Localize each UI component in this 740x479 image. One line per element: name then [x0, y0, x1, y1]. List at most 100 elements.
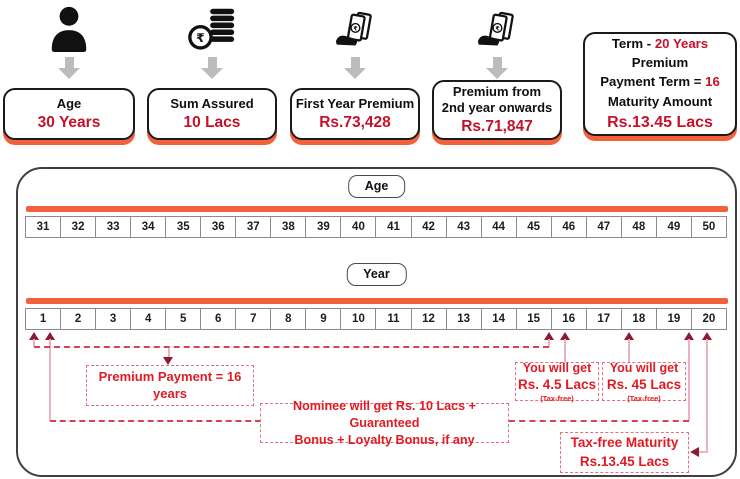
sum-assured-card: Sum Assured 10 Lacs — [147, 88, 277, 140]
year-cell: 8 — [270, 308, 307, 330]
year-axis-label: Year — [346, 263, 407, 286]
age-cell: 44 — [480, 216, 517, 238]
svg-text:₹: ₹ — [353, 25, 357, 32]
nominee-line1: Nominee will get Rs. 10 Lacs + Guarantee… — [292, 398, 477, 430]
age-cell: 49 — [655, 216, 692, 238]
tax-free-note: (Tax-free) — [627, 393, 661, 403]
down-arrow-icon — [147, 57, 277, 79]
age-cell: 36 — [200, 216, 237, 238]
age-cell: 43 — [445, 216, 482, 238]
age-cell: 37 — [235, 216, 272, 238]
age-cell: 35 — [165, 216, 202, 238]
cash-in-hand-icon: ₹ — [432, 2, 562, 52]
age-cell: 34 — [130, 216, 167, 238]
up-arrowhead-year20-b — [702, 332, 712, 340]
payment-term-line: Payment Term = 16 — [600, 74, 720, 90]
year-cell: 2 — [60, 308, 97, 330]
connector-line — [628, 339, 630, 362]
connector-line — [688, 339, 690, 421]
age-cell: 42 — [410, 216, 447, 238]
down-arrow-icon — [432, 57, 562, 79]
header-col-renewal-premium: ₹ Premium from 2nd year onwards Rs.71,84… — [432, 0, 562, 152]
maturity-line2: Rs.13.45 Lacs — [579, 453, 670, 469]
year-cell: 12 — [410, 308, 447, 330]
connector-line — [697, 451, 708, 453]
card-label: Age — [56, 95, 82, 111]
card-label: First Year Premium — [295, 95, 415, 111]
up-arrowhead-year1-b — [45, 332, 55, 340]
connector-line — [564, 339, 566, 362]
age-axis-bar — [26, 206, 728, 212]
year-cell: 20 — [690, 308, 727, 330]
cash-in-hand-icon: ₹ — [290, 2, 420, 52]
year-cell: 16 — [550, 308, 587, 330]
age-cell: 46 — [550, 216, 587, 238]
premium-word: Premium — [631, 55, 689, 71]
down-arrowhead-premium — [163, 357, 173, 365]
header-col-age: Age 30 Years — [3, 0, 135, 152]
down-arrow-icon — [3, 57, 135, 79]
header-col-summary: Term - 20 Years Premium Payment Term = 1… — [583, 0, 737, 152]
connector-line — [33, 339, 35, 347]
year-cell: 11 — [375, 308, 412, 330]
renewal-premium-card: Premium from 2nd year onwards Rs.71,847 — [432, 80, 562, 140]
year-cell: 9 — [305, 308, 342, 330]
dashed-connector-premium-span — [34, 346, 549, 348]
maturity-annotation: Tax-free Maturity Rs.13.45 Lacs — [560, 432, 689, 473]
benefit-amount: Rs. 4.5 Lacs — [517, 376, 597, 392]
year-cell: 4 — [130, 308, 167, 330]
year-axis-bar — [26, 298, 728, 304]
connector-line — [548, 339, 550, 347]
age-cell: 33 — [95, 216, 132, 238]
age-axis-label: Age — [347, 175, 406, 198]
connector-line — [706, 339, 708, 453]
age-cell: 38 — [270, 216, 307, 238]
dashed-connector-nominee-left — [50, 420, 261, 422]
term-summary-card: Term - 20 Years Premium Payment Term = 1… — [583, 32, 737, 136]
rupee-coin-stack-icon: ₹ — [147, 2, 277, 52]
year-cell: 1 — [25, 308, 62, 330]
card-label: Premium from — [452, 83, 542, 99]
svg-text:₹: ₹ — [196, 31, 204, 45]
benefit-amount: Rs. 45 Lacs — [606, 376, 682, 392]
maturity-amount-label: Maturity Amount — [607, 93, 713, 109]
card-label-line2: 2nd year onwards — [441, 99, 553, 115]
age-cell: 40 — [340, 216, 377, 238]
year-cell: 3 — [95, 308, 132, 330]
up-arrowhead-year16-b — [560, 332, 570, 340]
maturity-amount-value: Rs.13.45 Lacs — [607, 113, 713, 131]
dashed-connector-nominee-right — [509, 420, 689, 422]
year-cell: 19 — [655, 308, 692, 330]
up-arrowhead-year16-a — [544, 332, 554, 340]
age-cell: 47 — [585, 216, 622, 238]
connector-line — [168, 348, 170, 357]
age-card: Age 30 Years — [3, 88, 135, 140]
card-value: 30 Years — [37, 113, 101, 131]
age-cell: 48 — [620, 216, 657, 238]
person-icon — [3, 2, 135, 52]
card-value: Rs.71,847 — [461, 117, 533, 135]
age-cell: 50 — [690, 216, 727, 238]
age-cell: 31 — [25, 216, 62, 238]
benefit-year18-annotation: You will get Rs. 45 Lacs (Tax-free) — [602, 361, 686, 403]
card-label: Sum Assured — [170, 95, 254, 111]
year-cell: 5 — [165, 308, 202, 330]
first-year-premium-card: First Year Premium Rs.73,428 — [290, 88, 420, 140]
up-arrowhead-year20-a — [684, 332, 694, 340]
maturity-line1: Tax-free Maturity — [570, 434, 679, 450]
year-cell: 13 — [445, 308, 482, 330]
term-line: Term - 20 Years — [611, 36, 709, 52]
year-cell: 17 — [585, 308, 622, 330]
svg-text:₹: ₹ — [495, 25, 499, 32]
age-cell: 41 — [375, 216, 412, 238]
year-cell: 18 — [620, 308, 657, 330]
age-cell: 32 — [60, 216, 97, 238]
card-value: 10 Lacs — [183, 113, 241, 131]
up-arrowhead-year1-a — [29, 332, 39, 340]
year-cell: 7 — [235, 308, 272, 330]
benefit-line1: You will get — [522, 361, 592, 375]
